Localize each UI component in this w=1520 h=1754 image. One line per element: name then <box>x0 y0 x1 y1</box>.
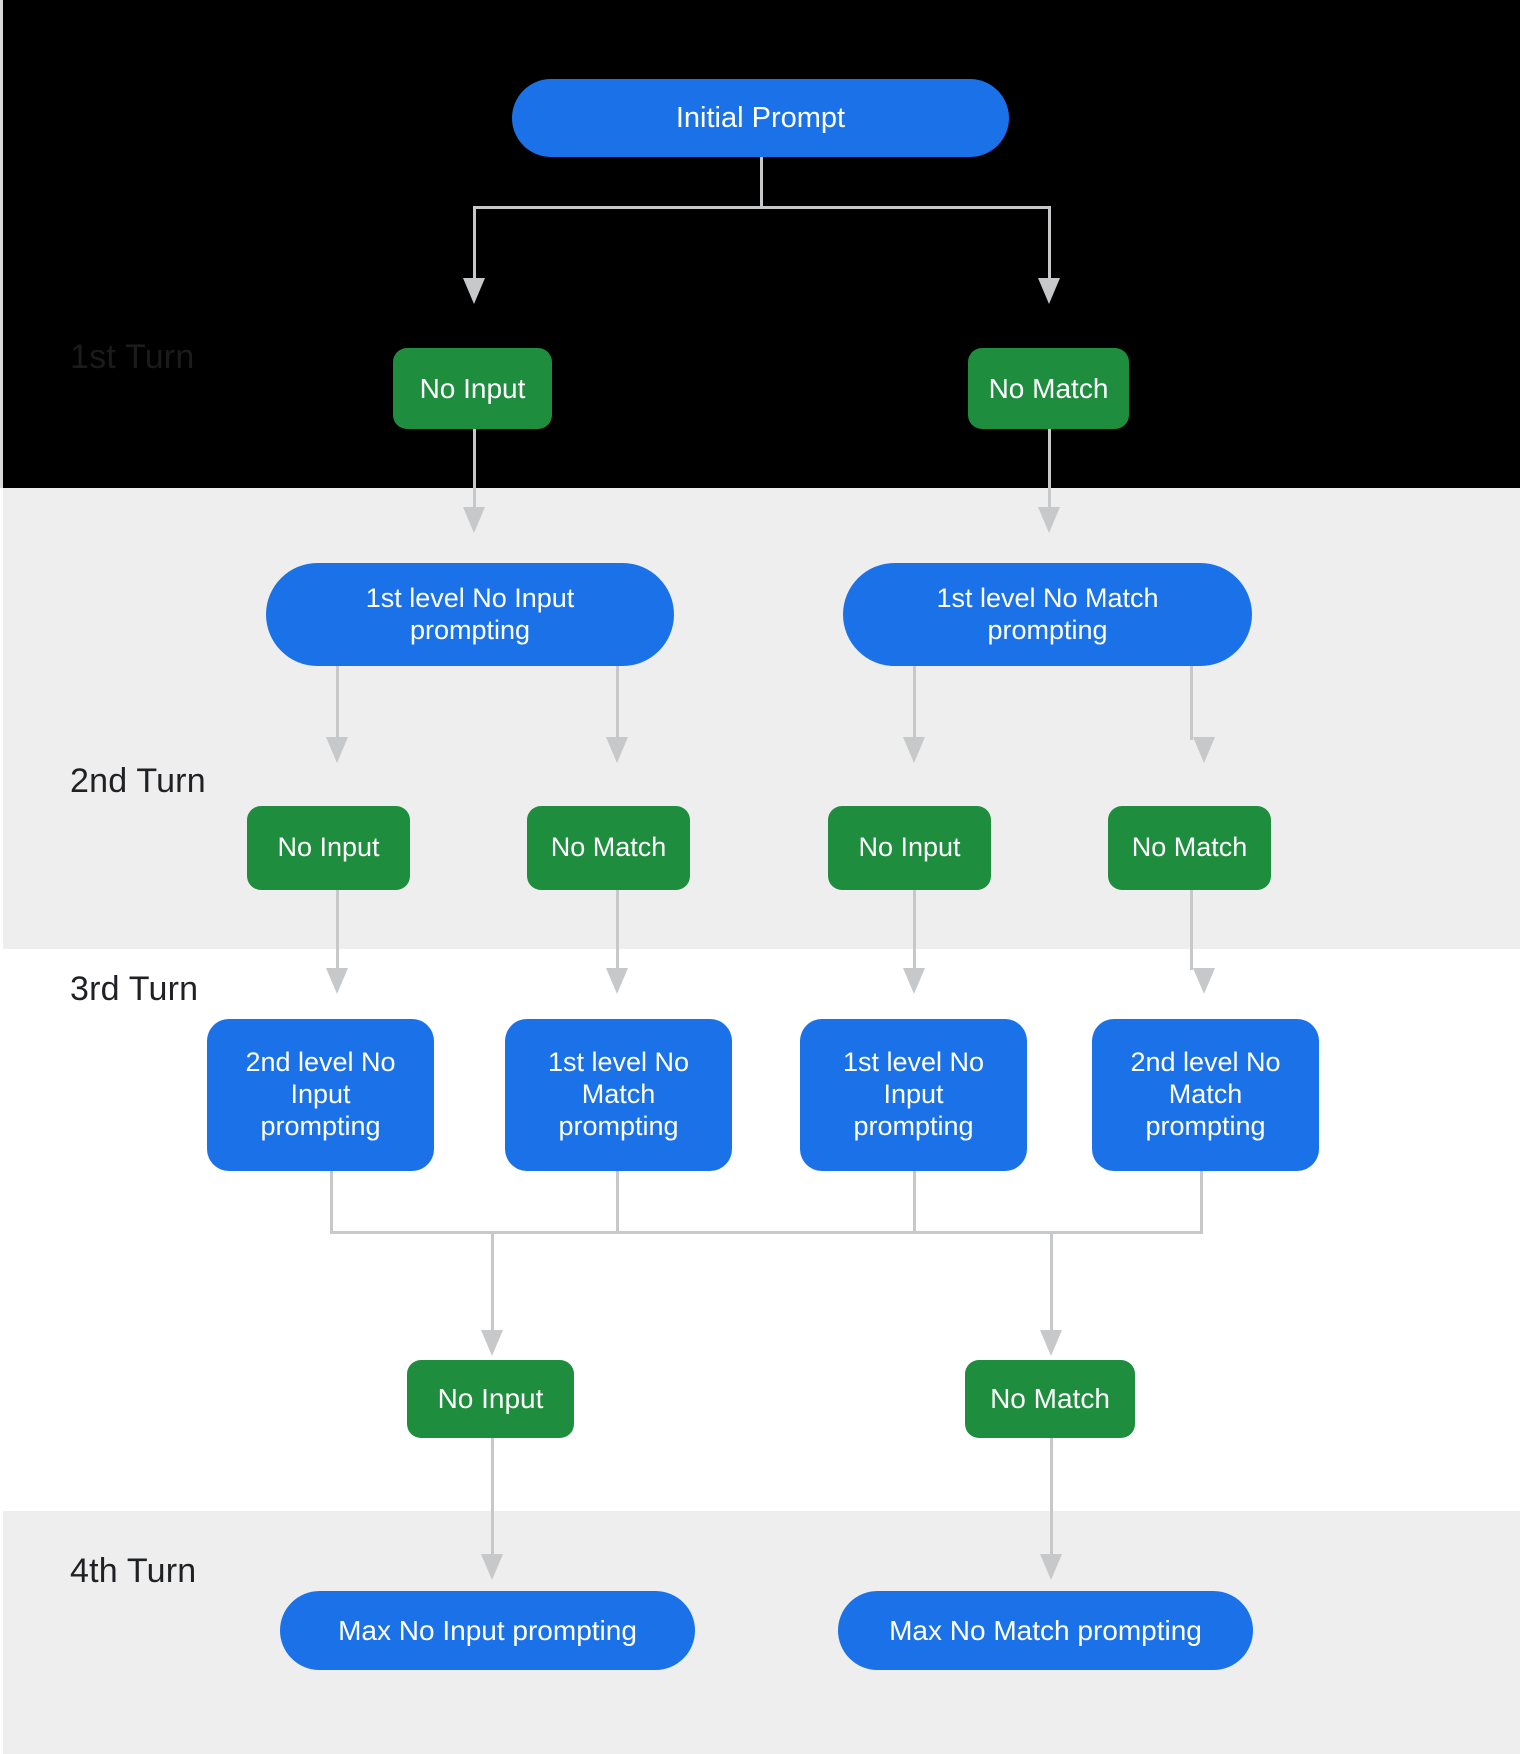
node-turn2-no-input-a[interactable]: No Input <box>247 806 410 890</box>
arrowhead-turn2-no-match-b <box>1193 737 1215 763</box>
connector-p1-to-noinput <box>336 665 339 740</box>
connector-t3p4-down <box>1200 1170 1203 1234</box>
connector-initial-down <box>760 146 763 208</box>
arrowhead-turn2-no-match-a <box>606 737 628 763</box>
node-turn3-prompt-2nd-no-match[interactable]: 2nd level No Match prompting <box>1092 1019 1319 1171</box>
node-turn3-prompt-2nd-no-input[interactable]: 2nd level No Input prompting <box>207 1019 434 1171</box>
arrowhead-turn1-no-input <box>463 278 485 304</box>
connector-to-turn1-no-match <box>1048 206 1051 281</box>
turn-label-2nd: 2nd Turn <box>70 762 206 800</box>
connector-g1-down <box>336 890 339 970</box>
connector-p2-to-noinput <box>913 665 916 740</box>
connector-t3p2-down <box>616 1170 619 1234</box>
band-2nd-turn <box>0 488 1520 949</box>
arrowhead-turn3-prompt-4 <box>1193 968 1215 994</box>
turn-label-1st: 1st Turn <box>70 338 195 376</box>
arrowhead-turn2-no-input-b <box>903 737 925 763</box>
arrowhead-turn2-prompt-no-match <box>1038 507 1060 533</box>
connector-g2-down <box>616 890 619 970</box>
node-turn2-no-match-b[interactable]: No Match <box>1108 806 1271 890</box>
connector-turn1-no-match-down <box>1048 380 1051 510</box>
arrowhead-turn3-no-match <box>1040 1330 1062 1356</box>
connector-turn1-no-input-down <box>473 380 476 510</box>
connector-to-turn1-no-input <box>473 206 476 281</box>
arrowhead-turn2-prompt-no-input <box>463 507 485 533</box>
node-turn2-no-match-a[interactable]: No Match <box>527 806 690 890</box>
connector-merge-to-no-input <box>491 1231 494 1333</box>
connector-initial-split <box>473 206 1051 209</box>
connector-p2-to-nomatch <box>1190 665 1193 740</box>
turn-label-3rd: 3rd Turn <box>70 970 199 1008</box>
node-turn2-prompt-no-input[interactable]: 1st level No Input prompting <box>266 563 674 666</box>
connector-g3-down <box>913 890 916 970</box>
arrowhead-turn2-no-input-a <box>326 737 348 763</box>
node-turn1-no-input[interactable]: No Input <box>393 348 552 429</box>
arrowhead-turn4-max-no-input <box>481 1554 503 1580</box>
node-turn3-prompt-1st-no-input[interactable]: 1st level No Input prompting <box>800 1019 1027 1171</box>
node-turn4-max-no-input[interactable]: Max No Input prompting <box>280 1591 695 1670</box>
connector-p1-to-nomatch <box>616 665 619 740</box>
connector-merge-bar <box>330 1231 1203 1234</box>
band-left-edge <box>0 0 3 488</box>
arrowhead-turn1-no-match <box>1038 278 1060 304</box>
node-turn4-max-no-match[interactable]: Max No Match prompting <box>838 1591 1253 1670</box>
connector-turn3-no-match-down <box>1050 1437 1053 1557</box>
turn-label-4th: 4th Turn <box>70 1552 197 1590</box>
node-turn2-no-input-b[interactable]: No Input <box>828 806 991 890</box>
node-turn3-no-match[interactable]: No Match <box>965 1360 1135 1438</box>
arrowhead-turn3-prompt-3 <box>903 968 925 994</box>
arrowhead-turn3-no-input <box>481 1330 503 1356</box>
band-4th-turn <box>0 1511 1520 1754</box>
connector-g4-down <box>1190 890 1193 970</box>
band-1st-turn <box>0 0 1520 488</box>
arrowhead-turn4-max-no-match <box>1040 1554 1062 1580</box>
connector-t3p3-down <box>913 1170 916 1234</box>
node-turn2-prompt-no-match[interactable]: 1st level No Match prompting <box>843 563 1252 666</box>
node-turn3-no-input[interactable]: No Input <box>407 1360 574 1438</box>
arrowhead-turn3-prompt-1 <box>326 968 348 994</box>
connector-merge-to-no-match <box>1050 1231 1053 1333</box>
node-initial-prompt[interactable]: Initial Prompt <box>512 79 1009 157</box>
band-left-edge <box>0 488 3 949</box>
node-turn1-no-match[interactable]: No Match <box>968 348 1129 429</box>
band-left-edge <box>0 949 3 1511</box>
connector-turn3-no-input-down <box>491 1437 494 1557</box>
band-left-edge <box>0 1511 3 1754</box>
node-turn3-prompt-1st-no-match[interactable]: 1st level No Match prompting <box>505 1019 732 1171</box>
connector-t3p1-down <box>330 1170 333 1234</box>
arrowhead-turn3-prompt-2 <box>606 968 628 994</box>
